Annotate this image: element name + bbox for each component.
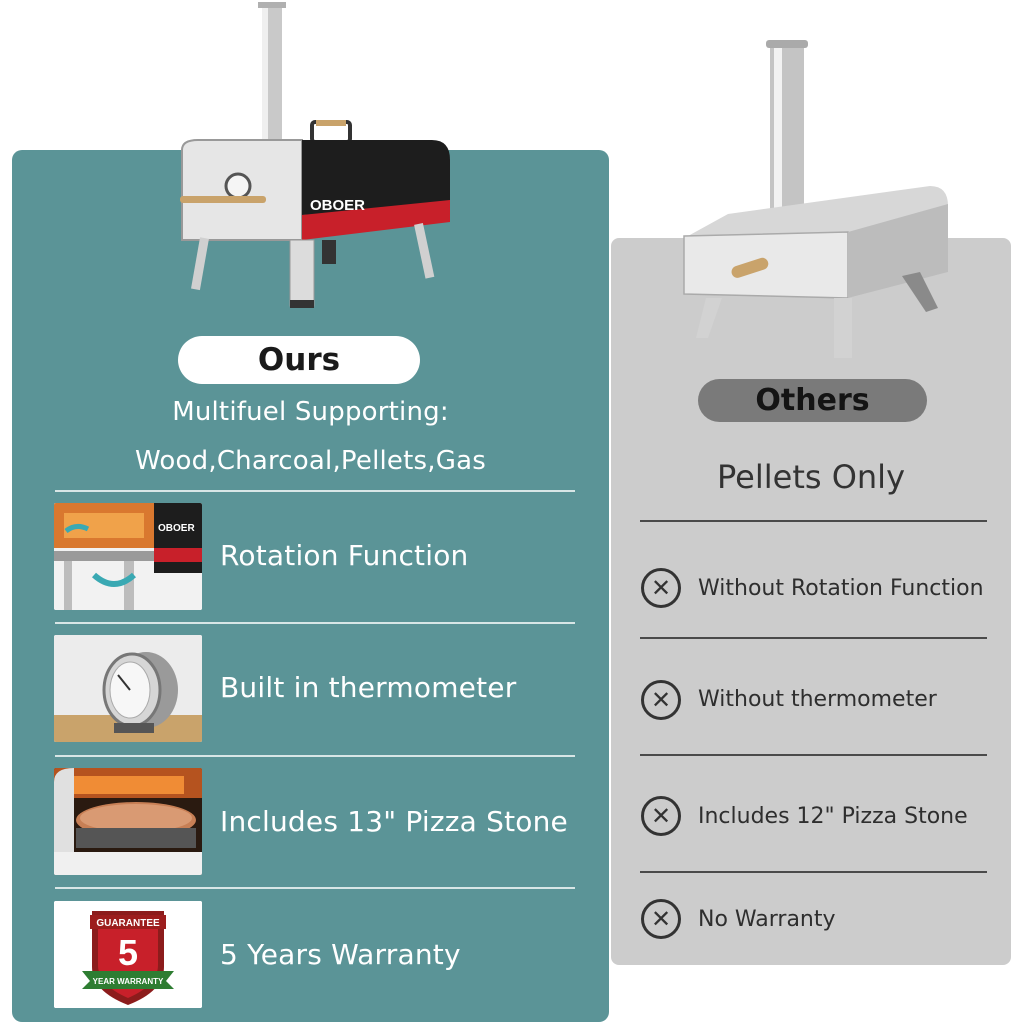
others-divider	[640, 754, 987, 756]
ours-oven-image: OBOER	[180, 2, 450, 308]
ours-feature-warranty: 5 Years Warranty	[220, 938, 461, 971]
others-feature-thermometer: Without thermometer	[698, 687, 937, 712]
x-circle-icon: ✕	[641, 680, 681, 720]
warranty-badge-top-text: GUARANTEE	[96, 918, 160, 929]
others-feature-warranty: No Warranty	[698, 907, 836, 932]
ours-headline-line2: Wood,Charcoal,Pellets,Gas	[135, 446, 486, 476]
others-divider	[640, 520, 987, 522]
others-divider	[640, 871, 987, 873]
svg-text:OBOER: OBOER	[158, 523, 195, 534]
thermometer-photo	[54, 635, 202, 742]
others-oven-image	[683, 40, 948, 358]
pizza-stone-photo	[54, 768, 202, 875]
ours-label-pill: Ours	[178, 336, 420, 384]
warranty-badge-bottom-text: YEAR WARRANTY	[93, 977, 164, 986]
x-circle-icon: ✕	[641, 796, 681, 836]
ours-feature-thermometer: Built in thermometer	[220, 671, 517, 704]
ours-divider	[55, 755, 575, 757]
warranty-badge-number: 5	[118, 932, 138, 973]
ours-divider	[55, 622, 575, 624]
ours-feature-pizza-stone: Includes 13" Pizza Stone	[220, 805, 568, 838]
others-divider	[640, 637, 987, 639]
ours-headline-line1: Multifuel Supporting:	[172, 397, 449, 427]
others-feature-pizza-stone: Includes 12" Pizza Stone	[698, 804, 968, 829]
others-feature-rotation: Without Rotation Function	[698, 576, 984, 601]
x-circle-icon: ✕	[641, 568, 681, 608]
ours-divider	[55, 490, 575, 492]
others-panel	[611, 238, 1011, 965]
others-label-pill: Others	[698, 379, 927, 422]
rotation-photo: OBOER	[54, 503, 202, 610]
ours-divider	[55, 887, 575, 889]
svg-text:OBOER: OBOER	[310, 197, 365, 214]
ours-feature-rotation: Rotation Function	[220, 539, 469, 572]
warranty-badge: GUARANTEE 5 YEAR WARRANTY	[54, 901, 202, 1008]
x-circle-icon: ✕	[641, 899, 681, 939]
others-headline: Pellets Only	[717, 458, 905, 496]
